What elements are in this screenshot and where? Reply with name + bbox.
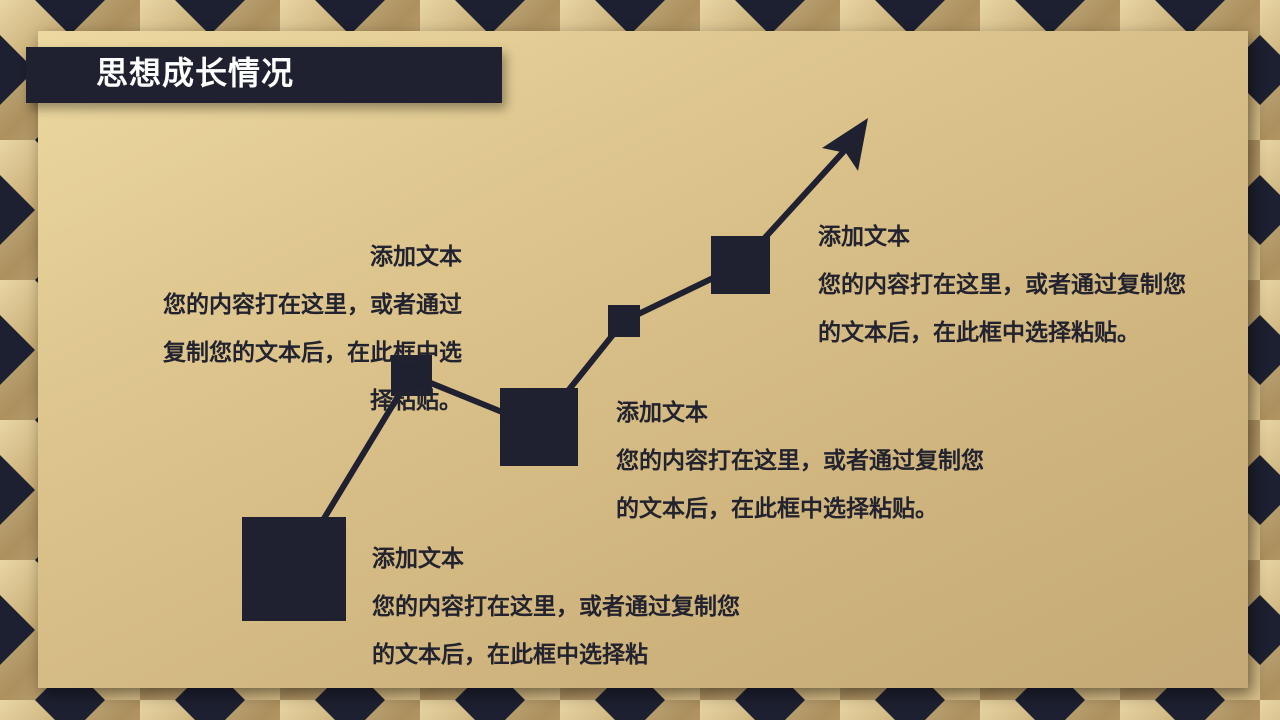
text-block-right: 添加文本 您的内容打在这里，或者通过复制您的文本后，在此框中选择粘贴。 bbox=[818, 213, 1198, 357]
text-block-heading: 添加文本 bbox=[818, 224, 910, 250]
text-block-middle: 添加文本 您的内容打在这里，或者通过复制您的文本后，在此框中选择粘贴。 bbox=[616, 389, 996, 533]
step-marker-1 bbox=[242, 517, 346, 621]
step-marker-4 bbox=[608, 305, 640, 337]
text-block-body: 您的内容打在这里，或者通过复制您的文本后，在此框中选择粘 bbox=[372, 594, 740, 668]
growth-arrow-icon bbox=[822, 118, 868, 171]
title-bar bbox=[26, 47, 502, 103]
text-block-heading: 添加文本 bbox=[372, 546, 464, 572]
text-block-heading: 添加文本 bbox=[370, 244, 462, 270]
text-block-bottom: 添加文本 您的内容打在这里，或者通过复制您的文本后，在此框中选择粘 bbox=[372, 535, 752, 675]
text-block-body: 您的内容打在这里，或者通过复制您的文本后，在此框中选择粘贴。 bbox=[163, 292, 462, 414]
text-block-body: 您的内容打在这里，或者通过复制您的文本后，在此框中选择粘贴。 bbox=[616, 448, 984, 522]
text-block-left: 添加文本 您的内容打在这里，或者通过复制您的文本后，在此框中选择粘贴。 bbox=[160, 233, 462, 425]
text-block-heading: 添加文本 bbox=[616, 400, 708, 426]
step-marker-2 bbox=[391, 355, 432, 396]
text-block-body: 您的内容打在这里，或者通过复制您的文本后，在此框中选择粘贴。 bbox=[818, 272, 1186, 346]
step-marker-5 bbox=[711, 236, 770, 294]
step-marker-3 bbox=[500, 388, 578, 466]
page-title: 思想成长情况 bbox=[96, 54, 295, 92]
content-card bbox=[38, 31, 1248, 688]
